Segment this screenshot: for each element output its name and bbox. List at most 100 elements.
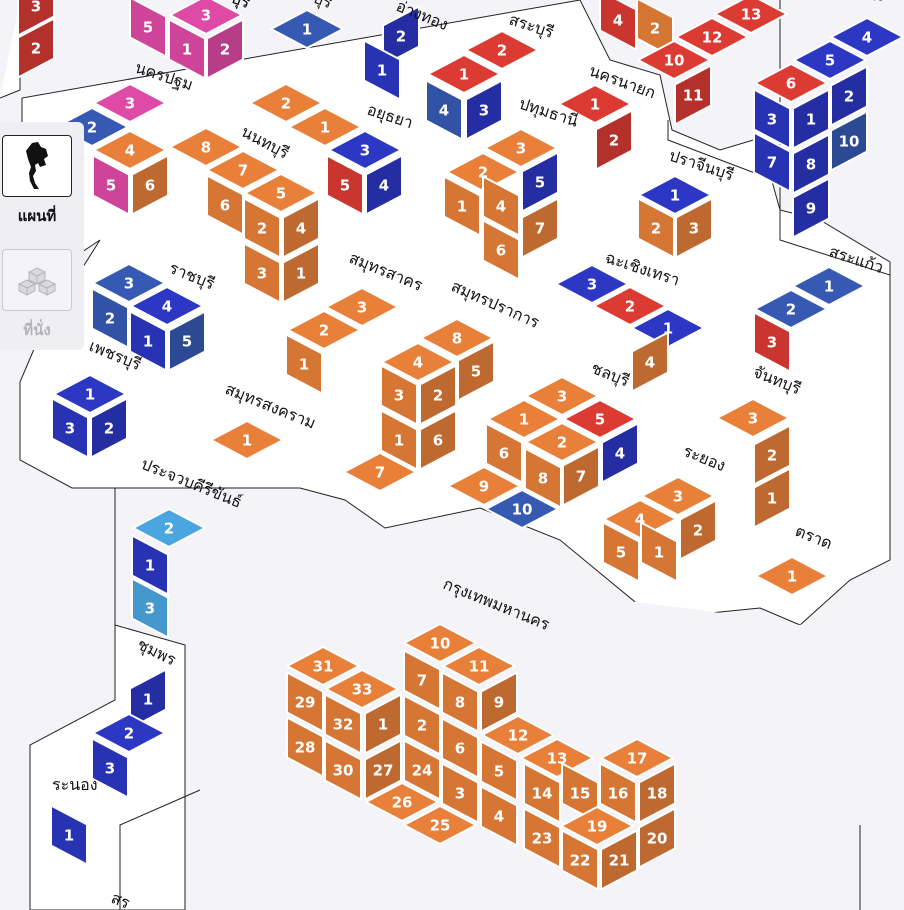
seat-district[interactable]: 20 (638, 807, 676, 869)
seat-district[interactable]: 3 (641, 476, 715, 516)
seat-district[interactable]: 3 (555, 264, 629, 304)
seat-district[interactable]: 1 (168, 18, 206, 80)
seat-district[interactable]: 4 (480, 785, 518, 847)
seat-district[interactable]: 9 (447, 466, 521, 506)
seat-district[interactable]: 2 (679, 499, 717, 561)
seat-district[interactable]: 3 (753, 311, 791, 373)
seat-district[interactable]: 2 (525, 422, 599, 462)
seat-district[interactable]: 3 (91, 737, 129, 799)
seat-district[interactable]: 7 (753, 131, 791, 193)
seat-district[interactable]: 27 (364, 739, 402, 801)
seat-district[interactable]: 4 (425, 79, 463, 141)
seat-district[interactable]: 4 (130, 286, 204, 326)
seat-district[interactable]: 3 (328, 130, 402, 170)
seat-district[interactable]: 3 (51, 397, 89, 459)
seat-district[interactable]: 30 (324, 739, 362, 801)
seat-district[interactable]: 8 (420, 318, 494, 358)
seat-district[interactable]: 8 (524, 447, 562, 509)
seat-district[interactable]: 1 (755, 556, 829, 596)
seat-district[interactable]: 23 (523, 807, 561, 869)
seat-district[interactable]: 25 (403, 805, 477, 845)
seat-district[interactable]: 3 (325, 287, 399, 327)
seat-district[interactable]: 3 (92, 263, 166, 303)
seat-district[interactable]: 4 (631, 331, 669, 393)
seat-district[interactable]: 2 (243, 197, 281, 259)
seat-district[interactable]: 3 (753, 88, 791, 150)
seat-district[interactable]: 2 (465, 30, 539, 70)
seat-district[interactable]: 9 (480, 671, 518, 733)
seat-district[interactable]: 3 (525, 376, 599, 416)
seat-district[interactable]: 8 (441, 671, 479, 733)
seat-district[interactable]: 5 (129, 0, 167, 58)
seat-district[interactable]: 5 (563, 399, 637, 439)
seat-district[interactable]: 7 (403, 649, 441, 711)
seat-district[interactable]: 7 (206, 150, 280, 190)
seat-district[interactable]: 11 (674, 64, 712, 126)
seat-district[interactable]: 1 (380, 409, 418, 471)
seat-district[interactable]: 1 (363, 39, 401, 101)
seat-district[interactable]: 6 (419, 409, 457, 471)
seat-district[interactable]: 17 (600, 738, 674, 778)
seat-district[interactable]: 1 (640, 521, 678, 583)
seat-district[interactable]: 32 (324, 693, 362, 755)
seat-district[interactable]: 2 (132, 508, 206, 548)
seat-district[interactable]: 4 (830, 17, 904, 57)
seat-district[interactable]: 33 (325, 669, 399, 709)
seat-district[interactable]: 6 (131, 154, 169, 216)
seat-district[interactable]: 4 (601, 422, 639, 484)
seat-district[interactable]: 9 (792, 177, 830, 239)
seat-district[interactable]: 5 (480, 740, 518, 802)
seat-district[interactable]: 19 (560, 806, 634, 846)
seat-district[interactable]: 2 (830, 65, 868, 127)
seat-district[interactable]: 5 (92, 154, 130, 216)
seat-district[interactable]: 1 (792, 88, 830, 150)
seat-district[interactable]: 2 (419, 364, 457, 426)
seat-district[interactable]: 5 (602, 521, 640, 583)
seat-district[interactable]: 5 (326, 154, 364, 216)
seat-district[interactable]: 12 (481, 715, 555, 755)
seat-district[interactable]: 1 (270, 9, 344, 49)
seat-district[interactable]: 31 (286, 646, 360, 686)
seat-district[interactable]: 28 (286, 716, 324, 778)
seat-district[interactable]: 21 (600, 829, 638, 891)
seat-district[interactable]: 4 (599, 0, 637, 51)
seat-district[interactable]: 13 (520, 738, 594, 778)
seat-district[interactable]: 3 (441, 762, 479, 824)
seat-district[interactable]: 1 (792, 266, 866, 306)
seat-district[interactable]: 1 (427, 54, 501, 94)
seat-district[interactable]: 5 (168, 310, 206, 372)
seat-district[interactable]: 29 (286, 671, 324, 733)
seat-district[interactable]: 5 (244, 173, 318, 213)
seat-district[interactable]: 2 (249, 83, 323, 123)
seat-district[interactable]: 1 (753, 467, 791, 529)
seat-district[interactable]: 2 (754, 289, 828, 329)
seat-district[interactable]: 1 (282, 242, 320, 304)
seat-district[interactable]: 24 (403, 739, 441, 801)
seat-district[interactable]: 1 (210, 420, 284, 460)
seat-district[interactable]: 3 (131, 577, 169, 639)
seat-district[interactable]: 7 (343, 452, 417, 492)
seat-district[interactable]: 1 (53, 374, 127, 414)
seat-district[interactable]: 2 (595, 109, 633, 171)
seat-district[interactable]: 10 (830, 110, 868, 172)
seat-district[interactable]: 3 (243, 242, 281, 304)
seat-district[interactable]: 4 (365, 154, 403, 216)
seat-district[interactable]: 4 (482, 175, 520, 237)
seat-district[interactable]: 11 (442, 646, 516, 686)
seat-district[interactable]: 2 (206, 18, 244, 80)
seat-district[interactable]: 12 (675, 17, 749, 57)
seat-district[interactable]: 1 (638, 175, 712, 215)
seat-district[interactable]: 5 (521, 151, 559, 213)
seat-district[interactable]: 4 (282, 197, 320, 259)
seat-district[interactable]: 3 (169, 0, 243, 35)
seat-district[interactable]: 2 (17, 17, 55, 79)
seat-district[interactable]: 5 (457, 340, 495, 402)
seat-district[interactable]: 7 (562, 445, 600, 507)
seat-district[interactable]: 6 (441, 717, 479, 779)
seat-district[interactable]: 1 (443, 175, 481, 237)
seat-district[interactable]: 4 (93, 130, 167, 170)
seat-district[interactable]: 6 (754, 63, 828, 103)
seat-district[interactable]: 13 (714, 0, 788, 34)
seat-district[interactable]: 3 (465, 79, 503, 141)
seat-district[interactable]: 3 (484, 128, 558, 168)
